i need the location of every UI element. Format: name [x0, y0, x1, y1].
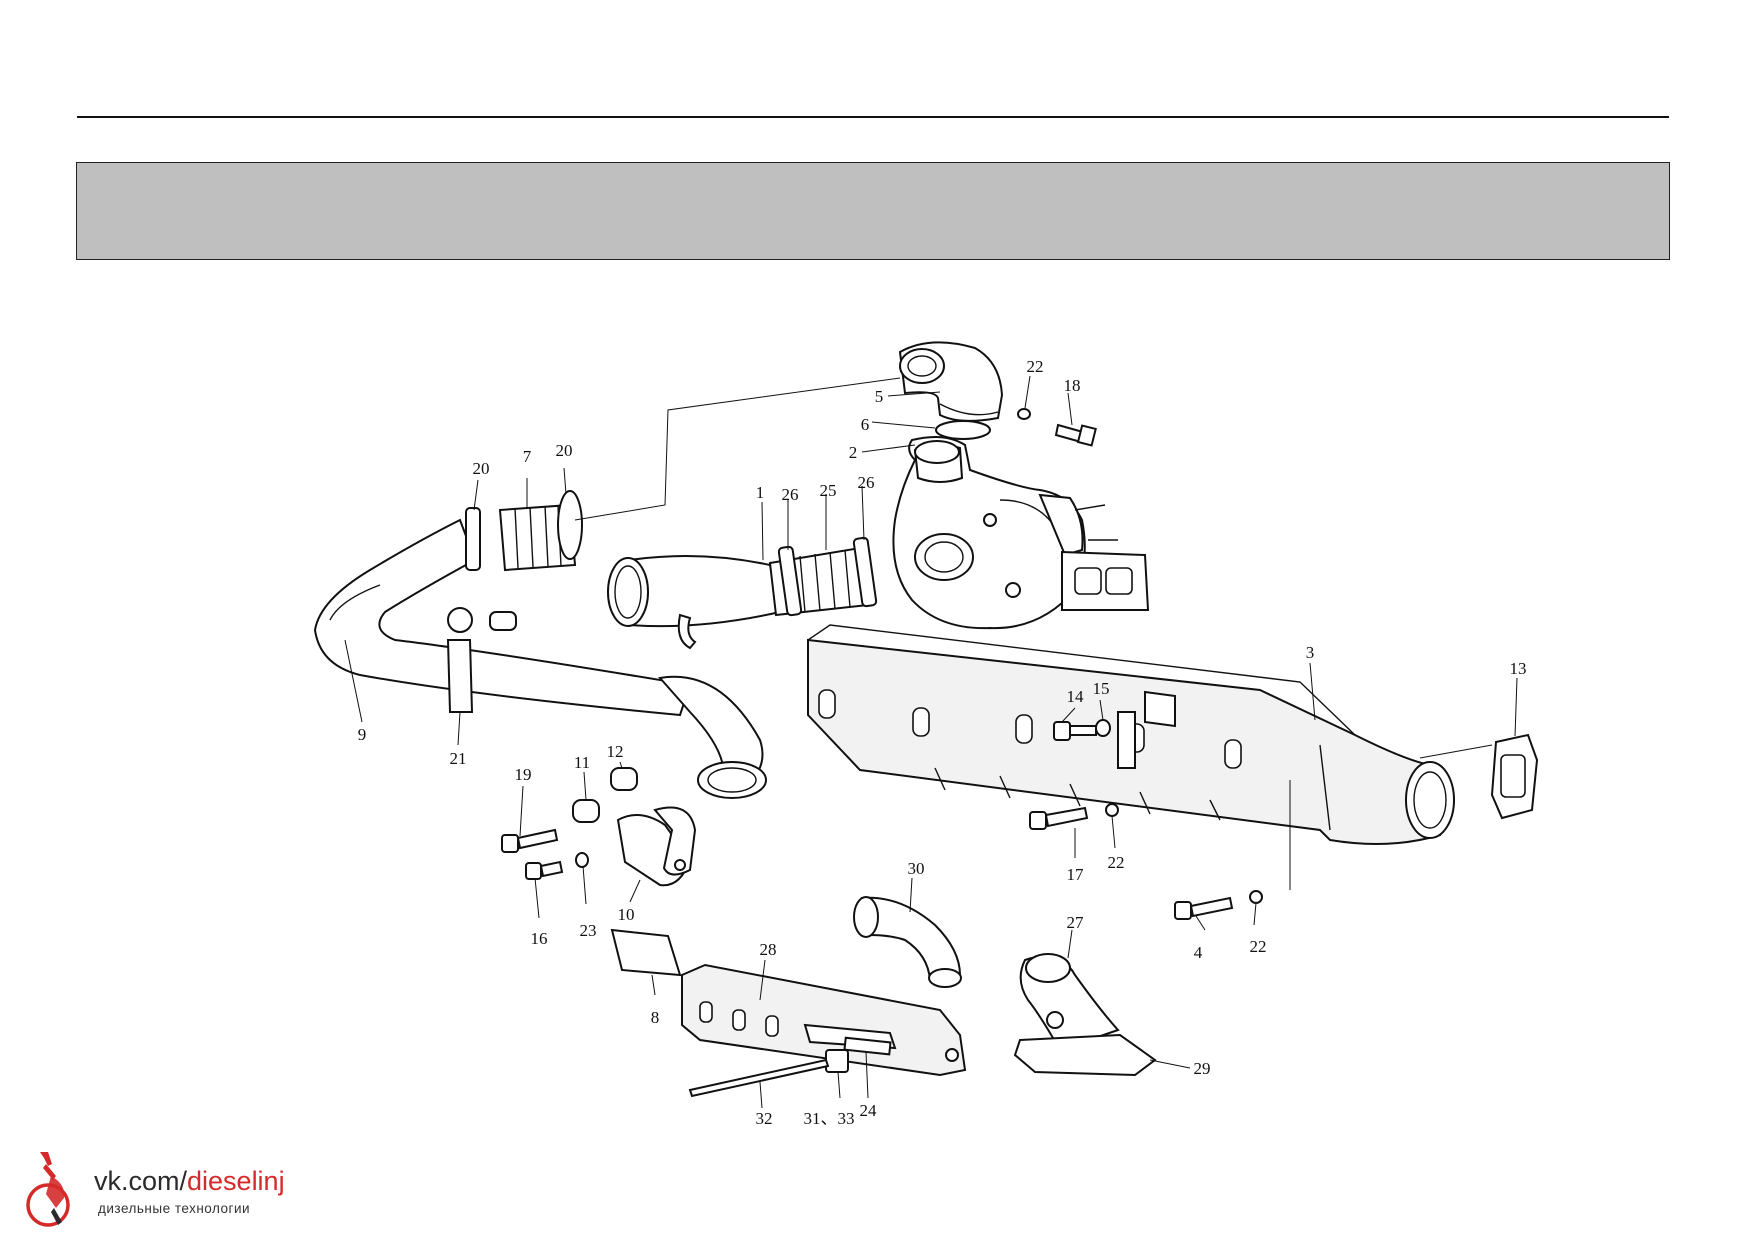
callout-20-right: 20	[556, 441, 573, 460]
callout-18: 18	[1064, 376, 1081, 395]
part-23-washer	[575, 852, 589, 868]
callout-32: 32	[756, 1109, 773, 1128]
callout-27: 27	[1067, 913, 1085, 932]
callout-13: 13	[1510, 659, 1527, 678]
part-13-gasket	[1490, 733, 1539, 820]
callout-24: 24	[860, 1101, 878, 1120]
callout-9: 9	[358, 725, 367, 744]
part-16-bolt	[525, 860, 564, 880]
part-6-gasket	[935, 420, 991, 440]
part-15-washer	[1095, 719, 1111, 737]
callout-25: 25	[820, 481, 837, 500]
callout-7: 7	[523, 447, 532, 466]
callout-3: 3	[1306, 643, 1315, 662]
part-20-clamp-b	[557, 490, 583, 560]
part-9-pipe	[313, 518, 767, 799]
callout-28: 28	[760, 940, 777, 959]
part-17-bolt	[1029, 806, 1089, 830]
callout-31-33: 31、33	[804, 1109, 855, 1128]
callout-26-left: 26	[782, 485, 799, 504]
callout-5: 5	[875, 387, 884, 406]
callout-11: 11	[574, 753, 590, 772]
watermark: vk.com/dieselinj дизельные технологии	[18, 1150, 338, 1230]
callout-17: 17	[1067, 865, 1085, 884]
callout-22-mid: 22	[1108, 853, 1125, 872]
part-4-bolt	[1174, 896, 1234, 920]
part-22-washer-low	[1249, 890, 1263, 904]
part-5-elbow	[898, 341, 1004, 422]
part-20-clamp-a	[465, 507, 481, 571]
part-29-flange-base	[1013, 1033, 1157, 1077]
callout-8: 8	[651, 1008, 660, 1027]
part-11-spacer	[572, 799, 600, 823]
part-28-intake-manifold	[681, 963, 967, 1077]
callout-30: 30	[908, 859, 925, 878]
part-26-clamp-b	[852, 536, 878, 608]
callout-4: 4	[1194, 943, 1203, 962]
title-band	[76, 162, 1670, 260]
leader-lines	[344, 375, 1518, 1109]
callout-26-right: 26	[858, 473, 875, 492]
callout-16: 16	[531, 929, 548, 948]
part-12-spacer	[610, 767, 638, 791]
part-2-turbocharger	[892, 435, 1150, 630]
watermark-url-prefix: vk.com/	[94, 1166, 188, 1196]
callout-14: 14	[1067, 687, 1085, 706]
part-8-bracket	[610, 928, 682, 977]
part-22-washer-mid	[1105, 803, 1119, 817]
callout-19: 19	[515, 765, 532, 784]
callout-20-left: 20	[473, 459, 490, 478]
watermark-url-accent: dieselinj	[187, 1166, 285, 1196]
part-30-elbow	[853, 896, 962, 988]
part-27-elbow	[1019, 953, 1120, 1052]
part-1-inlet-cone	[607, 555, 782, 650]
part-21-clamp	[446, 607, 517, 713]
part-10-bracket-clamp	[616, 806, 697, 887]
callout-1: 1	[756, 483, 765, 502]
watermark-url: vk.com/dieselinj	[94, 1166, 285, 1197]
part-19-bolt	[501, 828, 559, 853]
callout-2: 2	[849, 443, 858, 462]
callout-labels: 1 2 3 4 5 6 7 8 9 10 11 12 13 14 15 16 1…	[358, 357, 1527, 1128]
callout-22-low: 22	[1250, 937, 1267, 956]
callout-12: 12	[607, 742, 624, 761]
top-rule	[77, 116, 1669, 118]
callout-6: 6	[861, 415, 870, 434]
callout-21: 21	[450, 749, 467, 768]
callout-10: 10	[618, 905, 635, 924]
part-24-cover	[843, 1036, 892, 1056]
callout-23: 23	[580, 921, 597, 940]
part-18-bolt	[1054, 423, 1097, 447]
fuel-injector-icon	[26, 1152, 70, 1227]
part-22-washer-top	[1017, 408, 1031, 420]
part-26-clamp-a	[777, 545, 803, 617]
part-15-plate	[1117, 711, 1136, 769]
part-7-hose	[498, 503, 577, 572]
watermark-subtitle: дизельные технологии	[98, 1201, 251, 1216]
part-32-heater-rod	[688, 1058, 830, 1098]
callout-22-top: 22	[1027, 357, 1044, 376]
callout-15: 15	[1093, 679, 1110, 698]
callout-29: 29	[1194, 1059, 1211, 1078]
part-31-33-heater-block	[825, 1049, 849, 1073]
